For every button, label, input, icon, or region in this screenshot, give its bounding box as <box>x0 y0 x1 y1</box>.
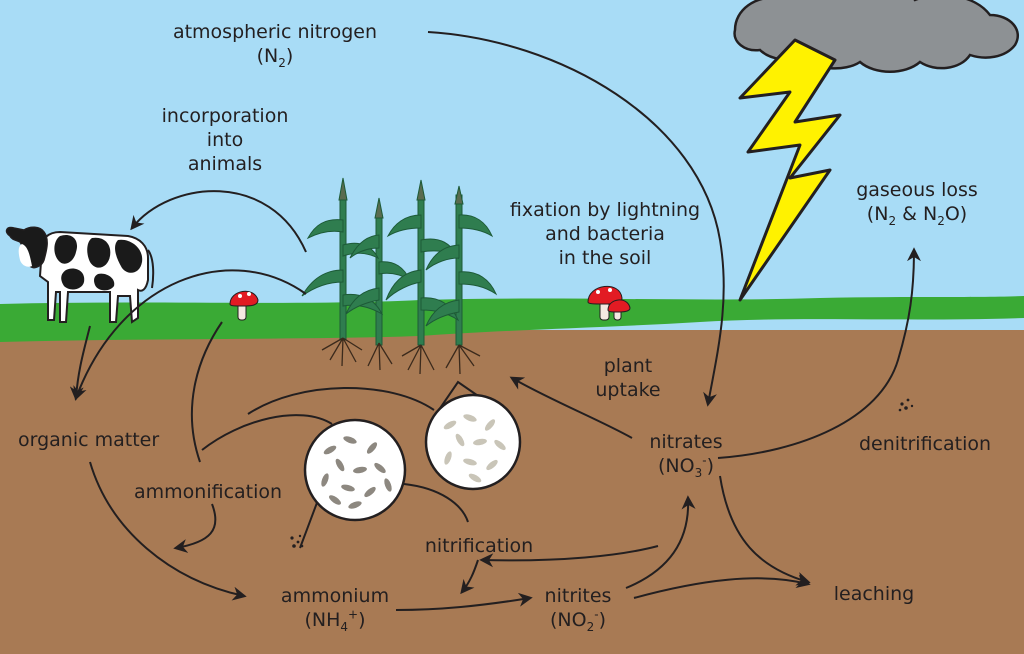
label-line: into <box>206 129 244 151</box>
particles-icon <box>290 534 304 548</box>
formula-part: ) <box>706 455 714 477</box>
label-nitrites-formula: (NO2-) <box>528 607 628 634</box>
label-ammonium-formula: (NH4+) <box>270 607 400 634</box>
arrow-mushroom-to-ammonification <box>190 321 223 463</box>
formula-subscript: 2 <box>586 619 595 634</box>
label-organic-matter: organic matter <box>18 429 160 451</box>
formula-part: (NO <box>550 609 587 631</box>
label-line: incorporation <box>161 105 289 127</box>
label-line: fixation by lightning <box>509 199 701 221</box>
formula-part: O) <box>944 203 968 225</box>
arrow-nitrification-to-ammonium <box>460 559 479 595</box>
label-nitrates-formula: (NO3-) <box>636 453 736 480</box>
label-line: gaseous loss <box>856 179 978 201</box>
mushroom-icon <box>587 285 631 321</box>
label-leaching: leaching <box>833 583 915 605</box>
line-bacteria-to-nitrification <box>403 483 469 523</box>
label-incorporation-into-animals: incorporation into animals <box>140 104 310 176</box>
formula-part: ) <box>358 609 366 631</box>
grass <box>0 296 1024 342</box>
arrow-nitrates-to-nitrification <box>479 545 659 568</box>
label-line: animals <box>187 153 263 175</box>
formula-subscript: 2 <box>888 213 897 228</box>
bacteria-circle-icon <box>299 418 407 549</box>
arrow-ammonium-to-nitrites <box>395 592 533 611</box>
roots <box>321 337 481 375</box>
arrow-cow-to-organic <box>69 325 91 401</box>
arrow-nitrites-to-leaching <box>633 574 811 599</box>
formula-superscript: - <box>594 607 599 622</box>
arrow-atmospheric-to-nitrates <box>427 31 725 407</box>
formula-part: & N <box>896 203 938 225</box>
label-plant-uptake: plant uptake <box>578 354 678 402</box>
line-bacteria-to-plants <box>247 387 435 415</box>
label-ammonification: ammonification <box>134 481 283 503</box>
arrow-organic-to-ammonium <box>89 461 247 601</box>
label-nitrates: nitrates (NO3-) <box>636 430 736 480</box>
formula-part: (N <box>256 45 279 67</box>
bacteria-circle-icon <box>424 380 522 491</box>
formula-part: (NO <box>658 455 695 477</box>
label-atmospheric-nitrogen-text: atmospheric nitrogen <box>172 21 378 43</box>
mushroom-icon <box>229 290 259 321</box>
formula-part: (NH <box>304 609 341 631</box>
label-atmospheric-nitrogen-formula: (N2) <box>170 44 380 70</box>
label-line: in the soil <box>558 247 652 269</box>
arrow-plants-to-animals <box>130 190 307 253</box>
label-fixation: fixation by lightning and bacteria in th… <box>490 198 720 270</box>
formula-subscript: 4 <box>340 619 349 634</box>
label-denitrification: denitrification <box>858 433 992 455</box>
formula-subscript: 2 <box>937 213 945 228</box>
label-line: and bacteria <box>545 223 665 245</box>
formula-part: (N <box>866 203 889 225</box>
label-line: plant <box>603 355 653 377</box>
label-line: uptake <box>595 379 661 401</box>
formula-subscript: 3 <box>694 465 703 480</box>
formula-part: ) <box>598 609 606 631</box>
cow-icon <box>5 226 155 324</box>
formula-part: ) <box>285 45 294 67</box>
label-line: nitrites <box>544 585 612 607</box>
formula-superscript: - <box>702 453 707 468</box>
arrow-plants-to-organic <box>73 269 307 401</box>
formula-subscript: 2 <box>278 55 286 70</box>
arrow-ammonification-down <box>173 503 217 553</box>
arrow-nitrates-to-leaching <box>719 475 811 586</box>
corn-plant-icon <box>301 177 498 346</box>
formula-superscript: + <box>348 607 359 622</box>
label-gaseous-formula: (N2 & N2O) <box>842 202 992 228</box>
arrow-nitrites-to-nitrates <box>625 495 696 589</box>
label-nitrification: nitrification <box>424 535 534 557</box>
particles-icon <box>898 398 914 412</box>
lightning-icon <box>738 38 842 302</box>
label-line: ammonium <box>280 585 390 607</box>
label-nitrites: nitrites (NO2-) <box>528 584 628 634</box>
label-ammonium: ammonium (NH4+) <box>270 584 400 634</box>
line-ammonification-to-bacteria <box>201 414 333 451</box>
arrow-nitrates-to-gaseous <box>717 247 921 459</box>
label-line: nitrates <box>649 431 723 453</box>
label-gaseous-loss: gaseous loss (N2 & N2O) <box>842 178 992 228</box>
label-atmospheric-nitrogen: atmospheric nitrogen (N2) <box>170 20 380 70</box>
arrow-nitrates-to-plants <box>509 376 633 439</box>
